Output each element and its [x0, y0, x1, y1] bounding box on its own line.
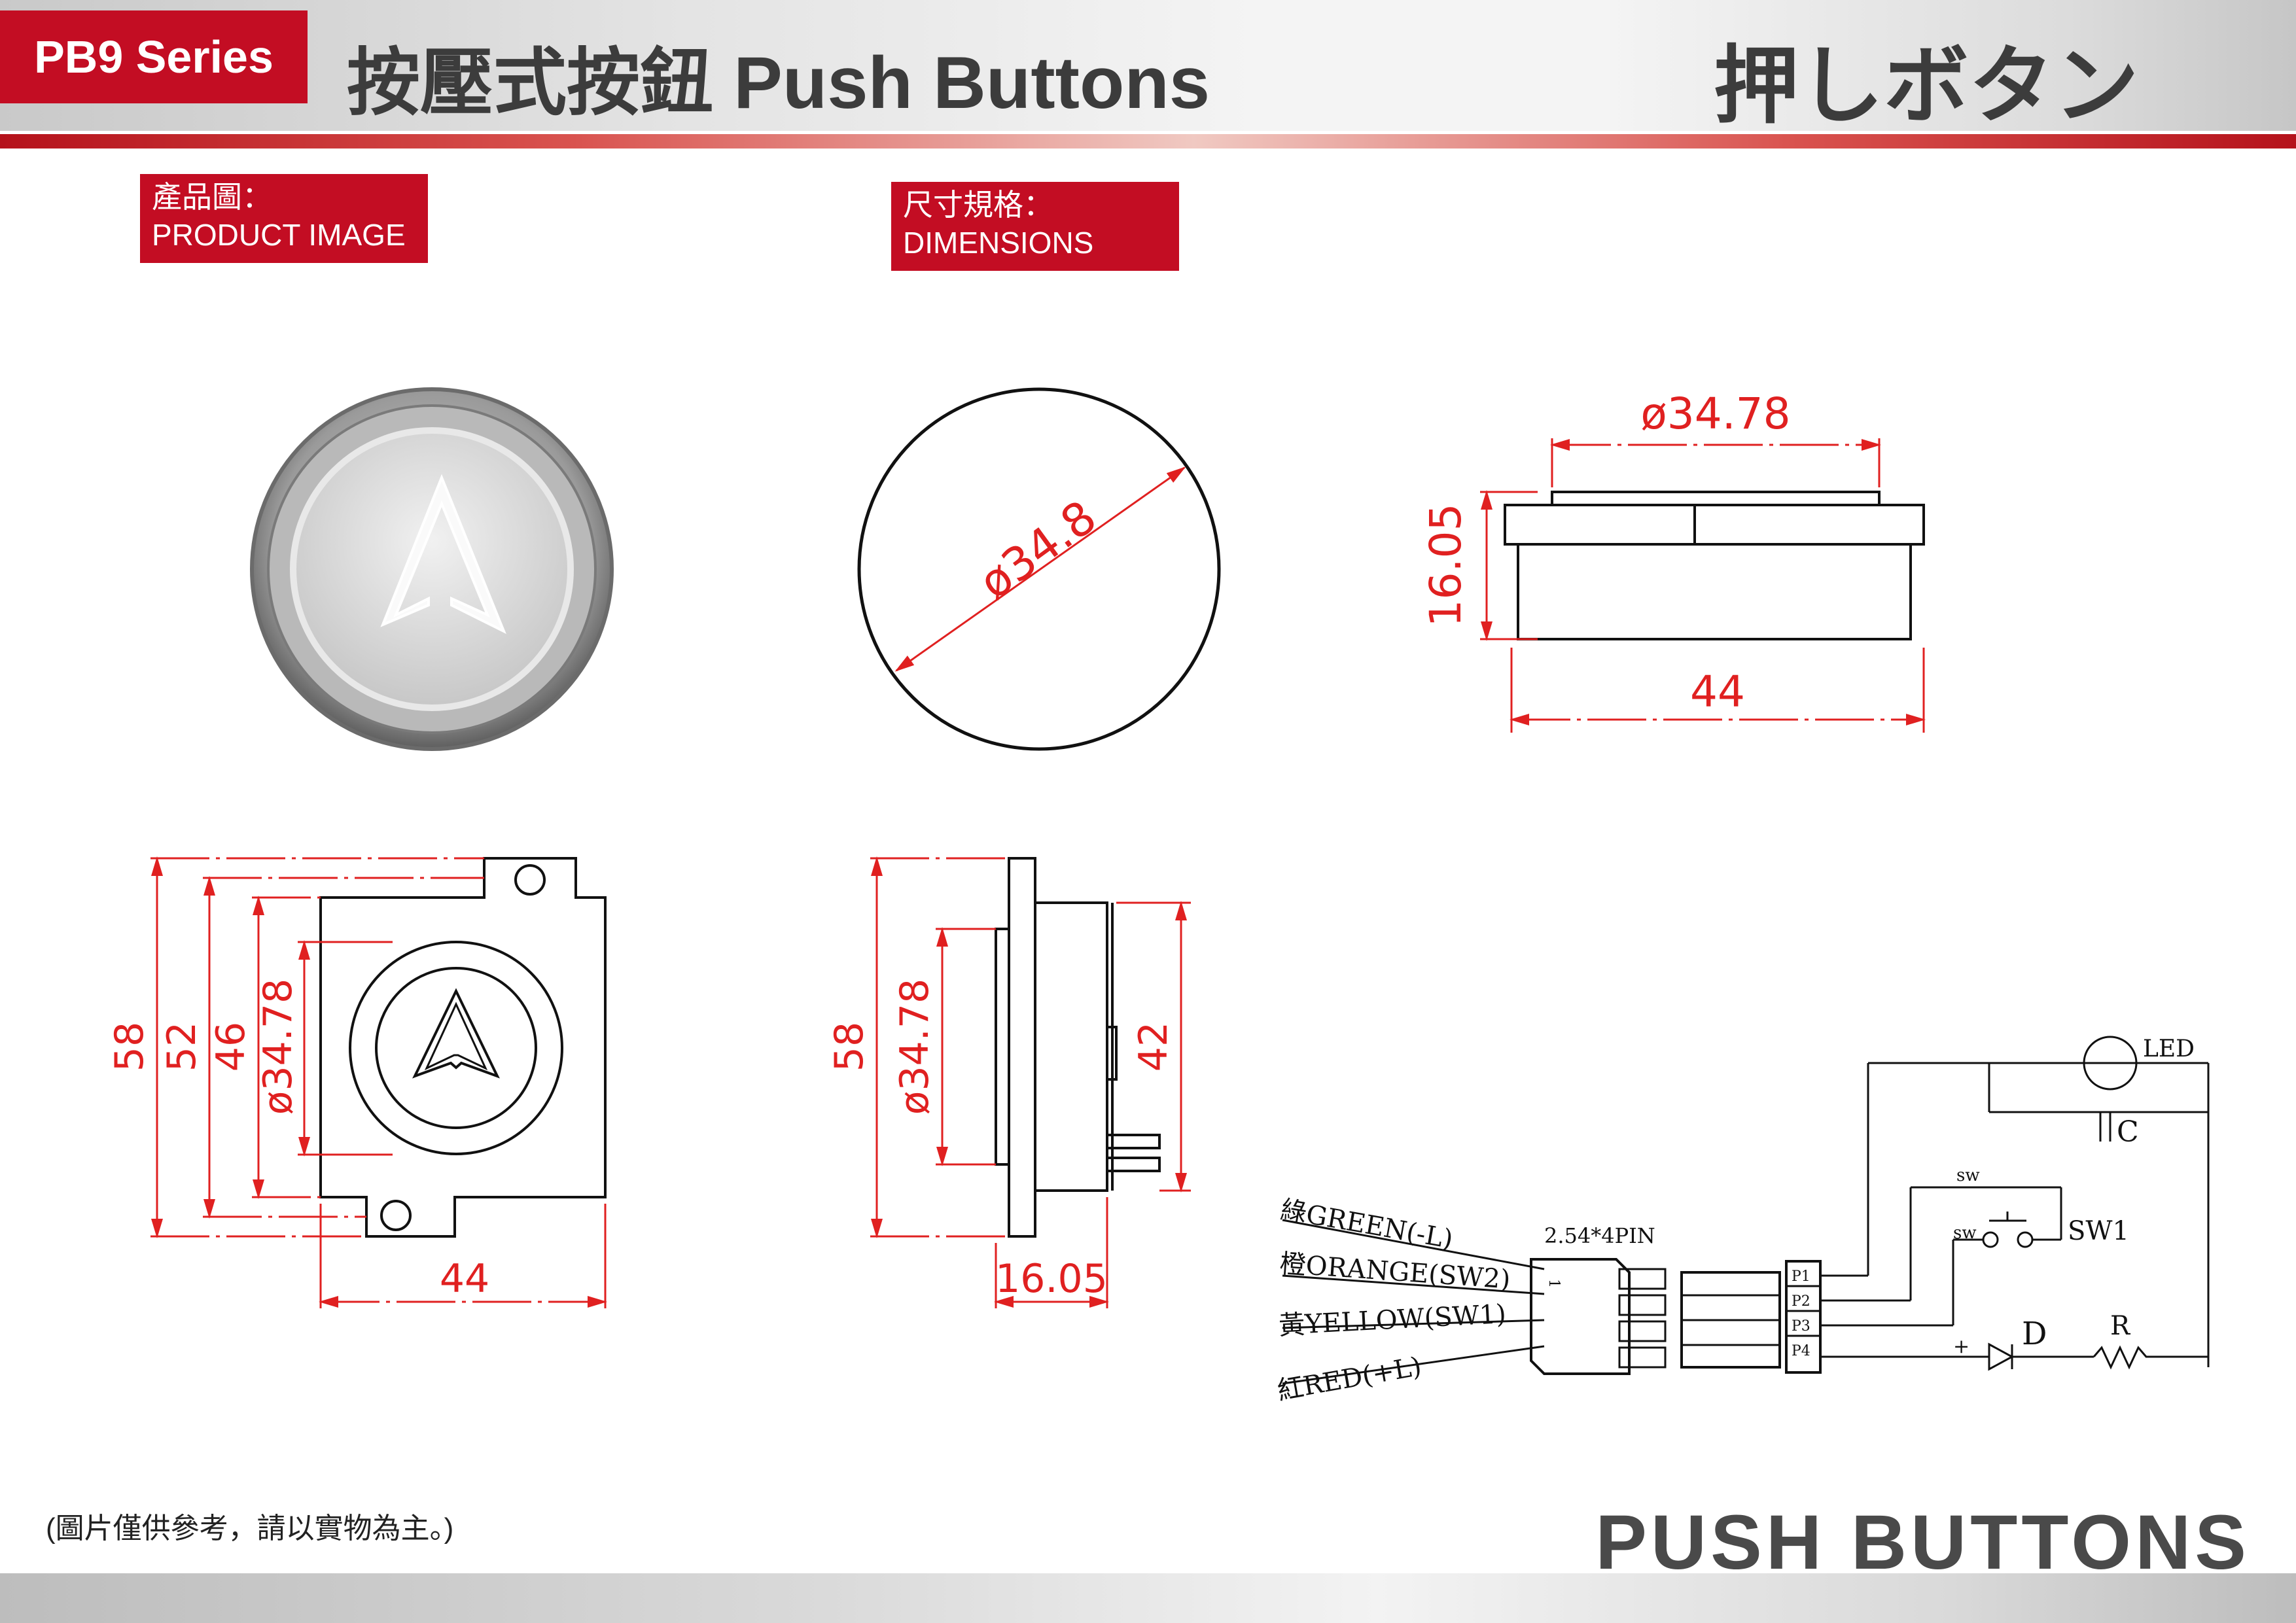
side-view	[995, 857, 1161, 1238]
disclaimer-note: (圖片僅供參考，請以實物為主。)	[46, 1512, 454, 1544]
dim-front-52: 52	[159, 1022, 205, 1072]
dim-circle-diameter: ø34.8	[969, 490, 1106, 610]
front-view	[319, 857, 607, 1238]
plus-mark: +	[1953, 1335, 1969, 1358]
dim-top-width: ø34.78	[1640, 389, 1790, 439]
product-photo	[250, 387, 614, 751]
wire-yellow: 黃YELLOW(SW1)	[1278, 1299, 1507, 1341]
switch-label: SW1	[2068, 1216, 2129, 1246]
wire-green: 綠GREEN(-L)	[1278, 1195, 1455, 1255]
switch-mid-label: sw	[1953, 1223, 1977, 1243]
connector-pin1-mark: 1	[1545, 1279, 1562, 1288]
diode-label: D	[2022, 1316, 2047, 1352]
header-rule	[0, 134, 2296, 148]
footer-band	[0, 1573, 2296, 1623]
side-profile	[1504, 491, 1925, 640]
dim-front-46: 46	[208, 1022, 254, 1072]
capacitor-label: C	[2117, 1115, 2139, 1149]
dim-side-42: 42	[1131, 1022, 1176, 1072]
wiring-diagram	[1282, 1036, 2210, 1385]
product-image-tag: 產品圖： PRODUCT IMAGE	[140, 174, 428, 263]
dimensions-label-zh: 尺寸規格：	[903, 188, 1053, 222]
connector-label: 2.54*4PIN	[1544, 1223, 1655, 1248]
page-title: 按壓式按鈕 Push Buttons	[347, 42, 1210, 124]
resistor-label: R	[2110, 1311, 2131, 1341]
pin-p1: P1	[1792, 1268, 1810, 1285]
top-view	[857, 387, 1221, 751]
front-view-dims	[150, 856, 607, 1308]
dim-front-58: 58	[107, 1022, 152, 1072]
arrow-up-icon	[380, 474, 506, 635]
side-view-dims	[870, 856, 1191, 1308]
dim-front-44: 44	[440, 1256, 489, 1302]
dim-side-depth: 16.05	[995, 1256, 1108, 1302]
series-badge: PB9 Series	[0, 10, 308, 103]
page-title-jp: 押しボタン	[1713, 38, 2139, 133]
pin-p3: P3	[1792, 1318, 1810, 1335]
pin-p4: P4	[1792, 1343, 1810, 1359]
header-bar	[0, 0, 2296, 131]
product-image-label-zh: 產品圖：	[152, 180, 272, 214]
arrow-up-icon	[412, 988, 500, 1079]
dim-side-diameter: ø34.78	[892, 979, 938, 1115]
dim-width-44: 44	[1690, 667, 1745, 717]
led-label: LED	[2143, 1036, 2195, 1062]
switch-top-label: sw	[1956, 1166, 1980, 1185]
dim-height: 16.05	[1421, 504, 1471, 627]
side-profile-dims	[1480, 438, 1926, 733]
pin-p2: P2	[1792, 1293, 1810, 1310]
dim-front-diameter: ø34.78	[255, 979, 301, 1115]
footer-brand: PUSH BUTTONS	[1595, 1499, 2250, 1586]
wire-red: 紅RED(+L)	[1275, 1352, 1424, 1406]
product-image-label-en: PRODUCT IMAGE	[152, 218, 406, 252]
dimensions-tag: 尺寸規格： DIMENSIONS	[891, 182, 1179, 271]
dimensions-label-en: DIMENSIONS	[903, 226, 1094, 260]
dim-side-58: 58	[826, 1022, 872, 1072]
